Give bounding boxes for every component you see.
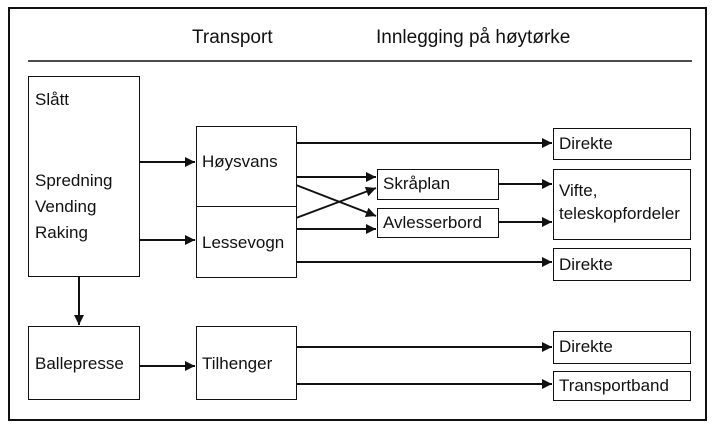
node-hoysvans-label: Høysvans: [202, 152, 278, 171]
node-direkte-3-label: Direkte: [559, 337, 613, 356]
node-tilhenger: Tilhenger: [196, 326, 297, 400]
node-transportband-label: Transportband: [559, 376, 669, 395]
node-hoysvans: Høysvans: [196, 126, 297, 207]
node-direkte-1: Direkte: [553, 128, 691, 160]
diagram-frame: [8, 7, 707, 421]
node-tilhenger-label: Tilhenger: [202, 354, 273, 373]
node-lessevogn: Lessevogn: [196, 206, 297, 278]
node-avlesserbord: Avlesserbord: [377, 208, 499, 238]
header-innlegging: Innlegging på høytørke: [376, 27, 571, 48]
node-spredning: Spredning: [35, 171, 113, 190]
node-direkte-2-label: Direkte: [559, 255, 613, 274]
field-operations-box: Slått Spredning Vending Raking: [28, 76, 140, 277]
node-vending: Vending: [35, 197, 97, 216]
node-vifte-line1: Vifte,: [559, 181, 598, 200]
node-vifte-line2: teleskopfordeler: [559, 204, 680, 223]
node-ballepresse-label: Ballepresse: [35, 354, 124, 373]
node-direkte-3: Direkte: [553, 331, 691, 364]
node-ballepresse: Ballepresse: [28, 326, 140, 400]
arrow-hoysvans-to-avlesserbord: [295, 184, 377, 218]
node-direkte-2: Direkte: [553, 248, 691, 281]
node-slatt: Slått: [35, 90, 70, 109]
node-lessevogn-label: Lessevogn: [202, 233, 285, 252]
node-vifte: Vifte, teleskopfordeler: [553, 169, 691, 240]
node-skraplan-label: Skråplan: [383, 174, 451, 193]
node-direkte-1-label: Direkte: [559, 134, 613, 153]
node-transportband: Transportband: [553, 371, 691, 401]
header-transport: Transport: [192, 27, 273, 48]
node-skraplan: Skråplan: [377, 169, 499, 200]
node-avlesserbord-label: Avlesserbord: [383, 213, 482, 232]
arrow-lessevogn-to-skraplan: [295, 186, 377, 219]
node-raking: Raking: [35, 223, 88, 242]
